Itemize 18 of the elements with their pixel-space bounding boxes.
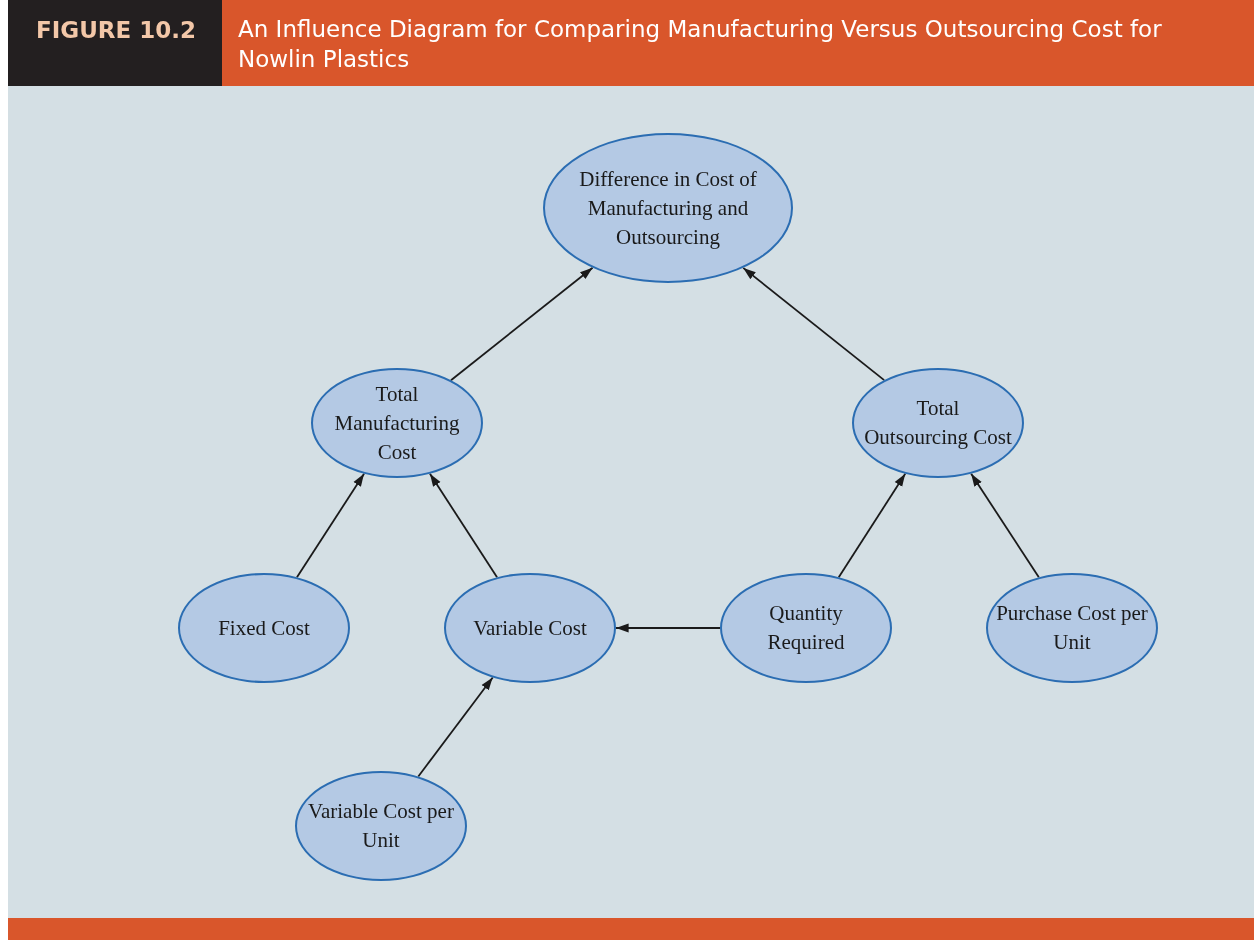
figure-number: FIGURE 10.2 [8,0,222,86]
node-label: Variable Cost [473,614,587,642]
node-label: Variable Cost per Unit [307,798,455,854]
arrow [970,472,1040,579]
arrow [615,623,721,633]
node-label: Quantity Required [766,600,846,656]
node-label: Fixed Cost [218,614,310,642]
node-label: Purchase Cost per Unit [995,600,1149,656]
arrow [837,472,907,579]
figure-title: An Influence Diagram for Comparing Manufacturing Versus Outsourcing Cost for Nowlin Plastics [238,15,1163,74]
arrow [742,267,886,381]
arrow [450,266,594,382]
node-label: Difference in Cost of Manufacturing and Outsourcing [578,165,758,251]
node-label: Total Outsourcing Cost [863,395,1013,451]
arrow [296,472,365,579]
arrow [417,676,494,778]
node-label: Total Manufacturing Cost [333,380,461,466]
arrow [429,472,498,579]
